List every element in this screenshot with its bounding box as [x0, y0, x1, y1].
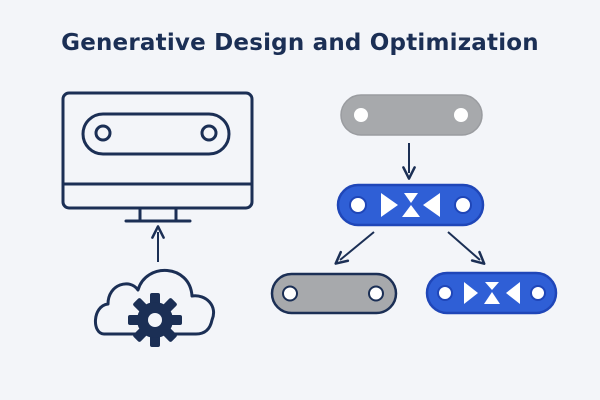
gear-icon: [128, 293, 182, 347]
monitor-part-hole-left: [94, 124, 112, 142]
monitor-neck: [138, 206, 178, 222]
page-title: Generative Design and Optimization: [61, 30, 539, 56]
arrow-icon: [334, 231, 375, 265]
monitor-part-outline: [81, 112, 231, 156]
monitor-icon: [61, 91, 254, 223]
solid-bracket-icon: [270, 272, 398, 315]
solid-bracket-icon: [340, 94, 483, 136]
bracket-hole-left: [354, 108, 368, 122]
monitor-screen: [61, 91, 254, 210]
bracket-hole-right: [454, 108, 468, 122]
lattice-bracket-icon: [425, 271, 558, 315]
lattice-bracket-icon: [336, 183, 485, 227]
arrow-icon: [447, 231, 486, 265]
cloud-icon: [94, 268, 215, 347]
monitor-part-hole-right: [200, 124, 218, 142]
